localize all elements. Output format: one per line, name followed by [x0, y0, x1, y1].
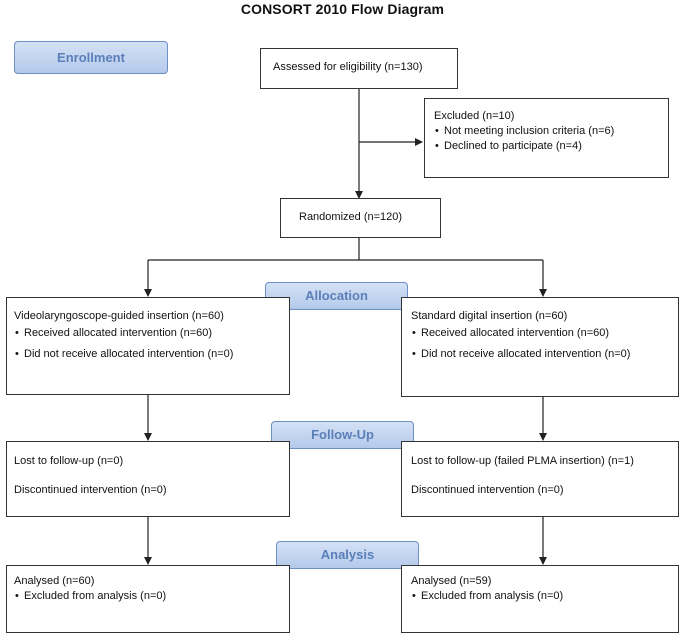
allocation-right-item: Did not receive allocated intervention (…	[411, 347, 678, 362]
followup-left-discontinued: Discontinued intervention (n=0)	[14, 484, 167, 496]
analysis-right-analysed: Analysed (n=59)	[411, 575, 492, 587]
excluded-box: Excluded (n=10) Not meeting inclusion cr…	[424, 98, 669, 178]
followup-right-box: Lost to follow-up (failed PLMA insertion…	[401, 441, 679, 517]
allocation-left-item: Received allocated intervention (n=60)	[14, 326, 289, 341]
allocation-right-item: Received allocated intervention (n=60)	[411, 326, 678, 341]
analysis-left-analysed: Analysed (n=60)	[14, 575, 95, 587]
allocation-left-box: Videolaryngoscope-guided insertion (n=60…	[6, 297, 290, 395]
assessed-box: Assessed for eligibility (n=130)	[260, 48, 458, 89]
allocation-left-heading: Videolaryngoscope-guided insertion (n=60…	[14, 310, 224, 322]
allocation-left-item: Did not receive allocated intervention (…	[14, 347, 289, 362]
randomized-text: Randomized (n=120)	[299, 211, 403, 223]
excluded-heading: Excluded (n=10)	[434, 110, 515, 122]
assessed-text: Assessed for eligibility (n=130)	[273, 61, 423, 73]
allocation-right-heading: Standard digital insertion (n=60)	[411, 310, 568, 322]
analysis-right-box: Analysed (n=59) Excluded from analysis (…	[401, 565, 679, 633]
excluded-item: Declined to participate (n=4)	[434, 139, 668, 154]
followup-left-lost: Lost to follow-up (n=0)	[14, 455, 124, 467]
allocation-right-box: Standard digital insertion (n=60) Receiv…	[401, 297, 679, 397]
randomized-box: Randomized (n=120)	[280, 198, 441, 238]
analysis-left-box: Analysed (n=60) Excluded from analysis (…	[6, 565, 290, 633]
followup-right-lost: Lost to follow-up (failed PLMA insertion…	[411, 455, 634, 467]
followup-left-box: Lost to follow-up (n=0) Discontinued int…	[6, 441, 290, 517]
stage-follow-up: Follow-Up	[271, 421, 414, 449]
stage-analysis: Analysis	[276, 541, 419, 569]
analysis-right-item: Excluded from analysis (n=0)	[411, 589, 678, 604]
analysis-left-item: Excluded from analysis (n=0)	[14, 589, 289, 604]
diagram-title: CONSORT 2010 Flow Diagram	[240, 1, 445, 17]
followup-right-discontinued: Discontinued intervention (n=0)	[411, 484, 564, 496]
stage-enrollment: Enrollment	[14, 41, 168, 74]
excluded-item: Not meeting inclusion criteria (n=6)	[434, 124, 668, 139]
